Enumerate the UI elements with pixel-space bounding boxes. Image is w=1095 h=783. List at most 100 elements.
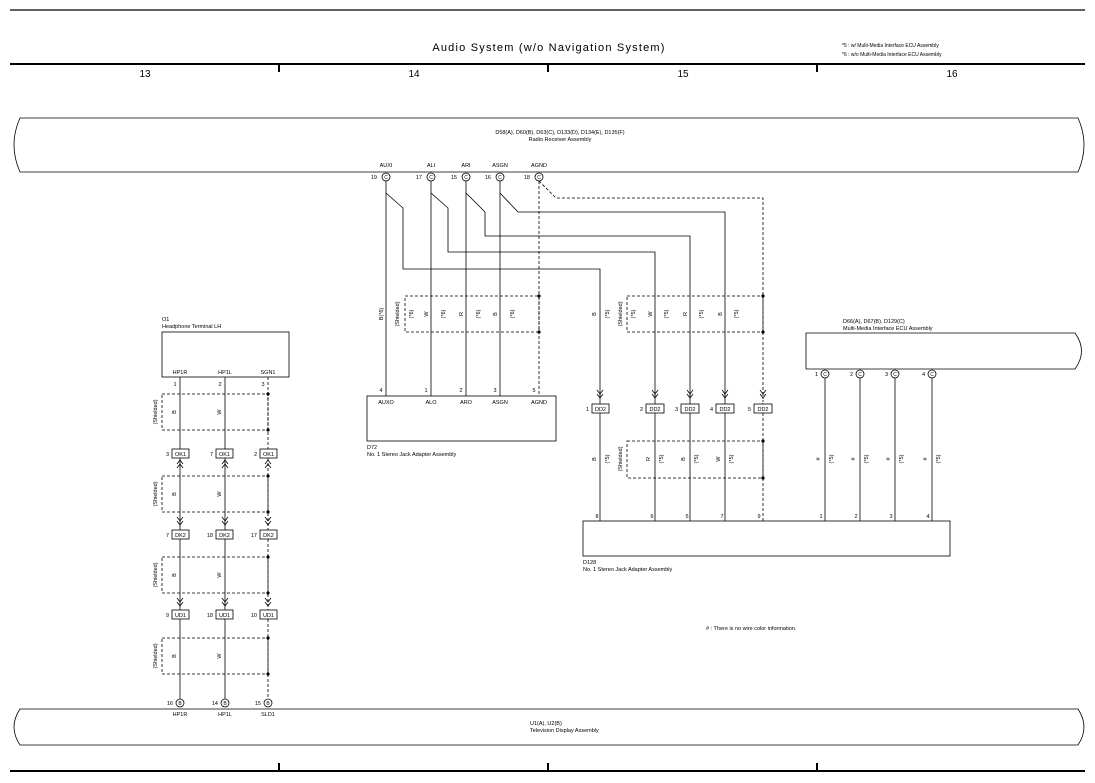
dd2-code: DD2 — [719, 407, 730, 413]
d72-pin-label: ALO — [425, 400, 437, 406]
wire-color: # — [816, 457, 822, 461]
tv-pins: B B B 16 14 15 HP1R HP1L SLD1 — [167, 698, 275, 718]
ok1-pin-num: 7 — [210, 452, 213, 458]
d72-pin-num: 4 — [379, 388, 382, 394]
dd2-code: DD2 — [684, 407, 695, 413]
ud1-pin-num: 9 — [166, 613, 169, 619]
wire-color: R — [459, 312, 465, 316]
wire-tag: (*5) — [605, 454, 611, 463]
dk2-code: DK2 — [219, 533, 230, 539]
television-display-assembly: U1(A), U2(B) Television Display Assembly — [13, 708, 1085, 746]
shielded-label: (Shielded) — [153, 643, 159, 668]
wire-tag: (*5) — [631, 309, 637, 318]
wire-tag: (*6) — [409, 309, 415, 318]
d128-pin-num: 9 — [757, 514, 760, 520]
radio-pin-label: AGND — [531, 163, 547, 169]
dk2-pin-num: 17 — [251, 533, 257, 539]
ok1-pin-num: 2 — [254, 452, 257, 458]
headphone-terminal: O1 Headphone Terminal LH HP1R HP1L SGN1 … — [161, 317, 290, 388]
ud1-code: UD1 — [175, 613, 186, 619]
wire-tag: (*5) — [664, 309, 670, 318]
wire-color: W — [217, 491, 223, 497]
radio-to-dd2-wires — [385, 180, 764, 396]
radio-id: D58(A), D60(B), D63(C), D133(D), D134(E)… — [495, 130, 624, 136]
shield-radio-d72: (Shielded) B(*6) (*6) W (*6) R (*6) B (*… — [379, 294, 541, 334]
wire-color: B — [172, 410, 178, 414]
radio-pin-conn: C — [429, 175, 433, 181]
headphone-pin-num: 3 — [261, 382, 264, 388]
wire-color: # — [886, 457, 892, 461]
radio-pins: AUXI ALI ARI ASGN AGND 19 17 15 16 18 C … — [371, 163, 547, 182]
radio-pin-num: 17 — [416, 175, 422, 181]
shielded-label: (Shielded) — [618, 301, 624, 326]
d128-pin-num: 3 — [889, 514, 892, 520]
d72-pin-label: ASGN — [492, 400, 508, 406]
d72-assembly: 4 1 2 3 5 AUXO ALO ARO ASGN AGND D72 No.… — [366, 388, 557, 458]
radio-pin-label: AUXI — [380, 163, 393, 169]
column-13: 13 — [139, 69, 151, 80]
tv-pin-conn: B — [178, 701, 182, 707]
dd2-pin-num: 2 — [640, 407, 643, 413]
tv-pin-num: 14 — [212, 701, 218, 707]
dd2-pin-num: 1 — [586, 407, 589, 413]
shield-radio-dd2: (Shielded) B (*5) (*5) W (*5) R (*5) B (… — [592, 294, 765, 334]
mmi-id: D66(A), D67(B), D129(C) — [843, 319, 905, 325]
wire-color: R — [646, 457, 652, 461]
shield-headphone-4: (Shielded) B W — [153, 636, 270, 676]
wire-color: B — [172, 573, 178, 577]
wire-color: B — [592, 457, 598, 461]
dd2-code: DD2 — [649, 407, 660, 413]
ok1-code: OK1 — [175, 452, 186, 458]
radio-pin-num: 16 — [485, 175, 491, 181]
dd2-code: DD2 — [595, 407, 606, 413]
tv-pin-label: SLD1 — [261, 712, 275, 718]
shielded-label: (Shielded) — [153, 562, 159, 587]
mmi-pin-num: 1 — [815, 372, 818, 378]
ok1-connectors: OK1 OK1 OK1 3 7 2 — [166, 448, 278, 469]
wire-tag: (*5) — [699, 309, 705, 318]
mmi-pin-conn: C — [858, 372, 862, 378]
dd2-to-d128-wires — [599, 413, 764, 521]
d128-pin-num: 8 — [595, 514, 598, 520]
wire-color: W — [217, 409, 223, 415]
note-5: *5 : w/ Multi-Media Interface ECU Assemb… — [842, 43, 939, 49]
dk2-pin-num: 7 — [166, 533, 169, 539]
ok1-code: OK1 — [263, 452, 274, 458]
dd2-pin-num: 5 — [748, 407, 751, 413]
shield-headphone-2: (Shielded) B W — [153, 474, 270, 514]
headphone-pin-label: HP1L — [218, 370, 232, 376]
column-14: 14 — [408, 69, 420, 80]
radio-receiver-assembly: D58(A), D60(B), D63(C), D133(D), D134(E)… — [13, 117, 1085, 173]
radio-pin-label: ALI — [427, 163, 436, 169]
ud1-code: UD1 — [219, 613, 230, 619]
d72-name: No. 1 Stereo Jack Adapter Assembly — [367, 452, 457, 458]
wire-tag: (*6) — [476, 309, 482, 318]
tv-pin-label: HP1L — [218, 712, 232, 718]
wire-color: # — [851, 457, 857, 461]
headphone-pin-label: HP1R — [173, 370, 188, 376]
headphone-pin-num: 1 — [173, 382, 176, 388]
radio-pin-num: 18 — [524, 175, 530, 181]
wire-color: W — [217, 572, 223, 578]
dd2-pin-num: 3 — [675, 407, 678, 413]
radio-name: Radio Receiver Assembly — [529, 137, 592, 143]
wire-color: B — [718, 312, 724, 316]
headphone-id: O1 — [162, 317, 169, 323]
dk2-connectors: DK2 DK2 DK2 7 18 17 — [166, 516, 278, 540]
ud1-pin-num: 18 — [207, 613, 213, 619]
shield-headphone-3: (Shielded) B W — [153, 555, 270, 595]
wire-color: B — [681, 457, 687, 461]
radio-pin-label: ASGN — [492, 163, 508, 169]
shielded-label: (Shielded) — [153, 399, 159, 424]
headphone-pin-label: SGN1 — [261, 370, 276, 376]
mmi-pin-conn: C — [823, 372, 827, 378]
wire-color: B(*6) — [379, 308, 385, 321]
headphone-name: Headphone Terminal LH — [162, 324, 221, 330]
wire-color: B — [172, 654, 178, 658]
shielded-label: (Shielded) — [618, 446, 624, 471]
radio-to-d72-wires — [385, 181, 540, 396]
radio-pin-num: 15 — [451, 175, 457, 181]
wire-color: W — [424, 311, 430, 317]
d72-pin-label: AGND — [531, 400, 547, 406]
